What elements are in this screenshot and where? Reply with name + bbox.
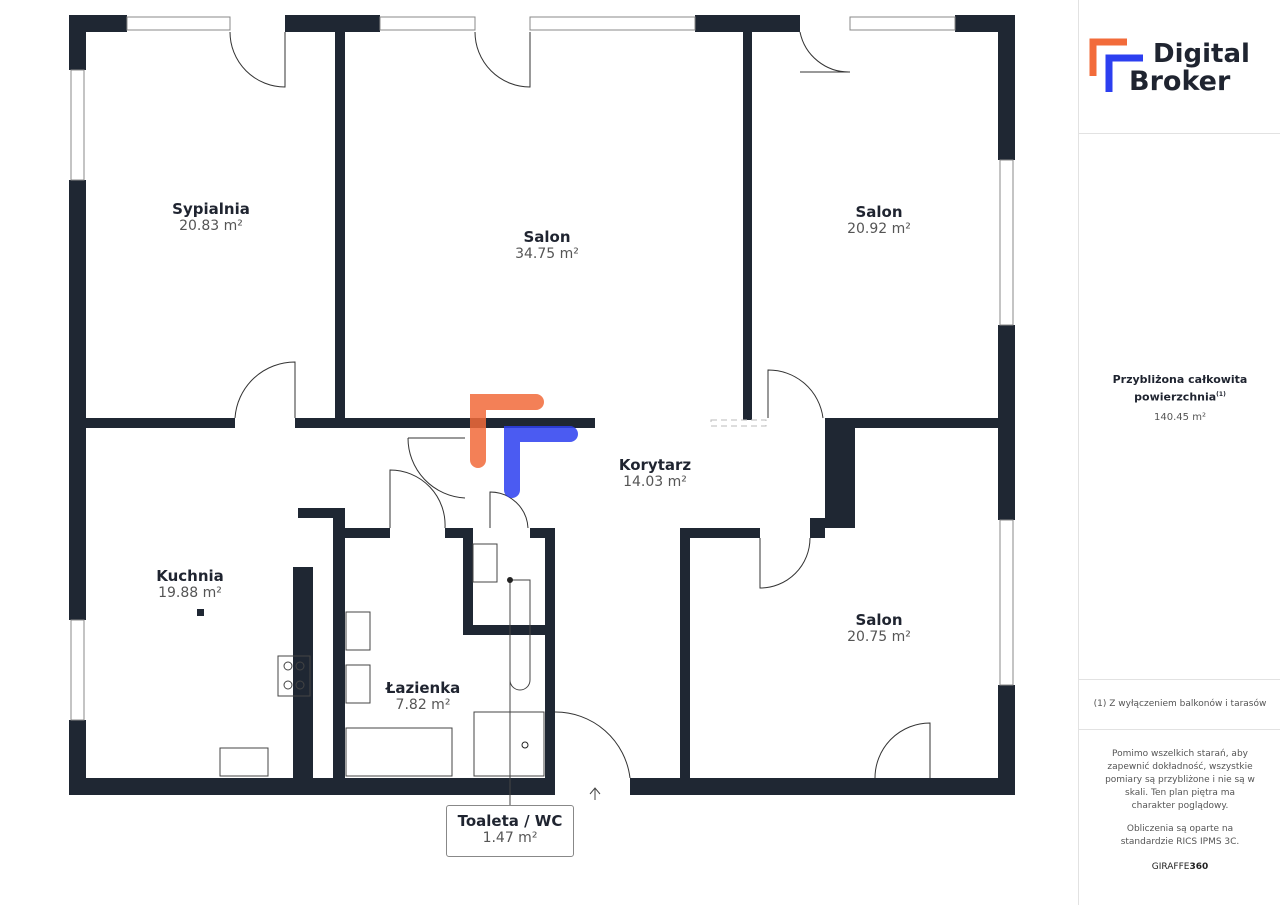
divider <box>1079 729 1280 730</box>
divider <box>1079 679 1280 680</box>
standard-note: Obliczenia są oparte na standardzie RICS… <box>1120 824 1240 847</box>
kitchen-sink-icon <box>219 747 269 777</box>
bathroom-sink-icon <box>345 611 371 651</box>
room-name: Łazienka <box>385 679 461 697</box>
divider <box>1079 133 1280 134</box>
disclaimer: Pomimo wszelkich starań, aby zapewnić do… <box>1105 749 1255 811</box>
floor-plan-drawing <box>69 15 1015 805</box>
doors <box>229 31 931 779</box>
marker <box>197 609 204 616</box>
logo-text-line1: Digital <box>1153 39 1250 69</box>
total-area-title: Przybliżona całkowita powierzchnia(1) <box>1089 372 1271 405</box>
room-name: Kuchnia <box>156 567 224 585</box>
wc-sink-icon <box>472 543 498 583</box>
bathroom-sink-icon <box>345 664 371 704</box>
room-name: Salon <box>523 228 571 246</box>
logo-watermark-icon <box>470 394 578 498</box>
shower-icon <box>473 711 545 777</box>
logo-text-line2: Broker <box>1129 66 1231 97</box>
logo-mark-icon <box>1089 38 1143 92</box>
walls <box>69 15 1015 795</box>
footnote: (1) Z wyłączeniem balkonów i tarasów <box>1093 699 1267 709</box>
credit-text: GIRAFFE <box>1151 862 1190 872</box>
info-panel: Digital Broker Przybliżona całkowita pow… <box>1078 0 1280 905</box>
windows <box>70 16 1014 721</box>
room-area: 20.83 m² <box>179 218 243 234</box>
room-area: 34.75 m² <box>515 246 579 262</box>
shower-drain-icon <box>521 741 529 749</box>
room-area: 14.03 m² <box>623 474 687 490</box>
room-area: 19.88 m² <box>158 585 222 601</box>
room-area: 1.47 m² <box>482 830 538 846</box>
giraffe360-credit: GIRAFFE360 <box>1089 861 1271 874</box>
room-area: 20.92 m² <box>847 221 911 237</box>
total-area-value: 140.45 m² <box>1154 412 1206 423</box>
footnote-ref: (1) <box>1216 391 1226 398</box>
room-name: Sypialnia <box>172 200 250 218</box>
room-area: 7.82 m² <box>395 697 451 713</box>
fixtures <box>219 543 601 805</box>
credit-number: 360 <box>1189 862 1209 872</box>
room-area: 20.75 m² <box>847 629 911 645</box>
bathtub-icon <box>345 727 453 777</box>
total-area-title-text: Przybliżona całkowita powierzchnia <box>1112 373 1248 404</box>
room-name: Salon <box>855 203 903 221</box>
entrance-arrow-icon <box>589 787 601 800</box>
fixture-dot <box>507 577 513 583</box>
stove-icon <box>277 655 311 697</box>
room-name: Salon <box>855 611 903 629</box>
room-name: Toaleta / WC <box>457 812 563 830</box>
room-name: Korytarz <box>618 456 692 474</box>
